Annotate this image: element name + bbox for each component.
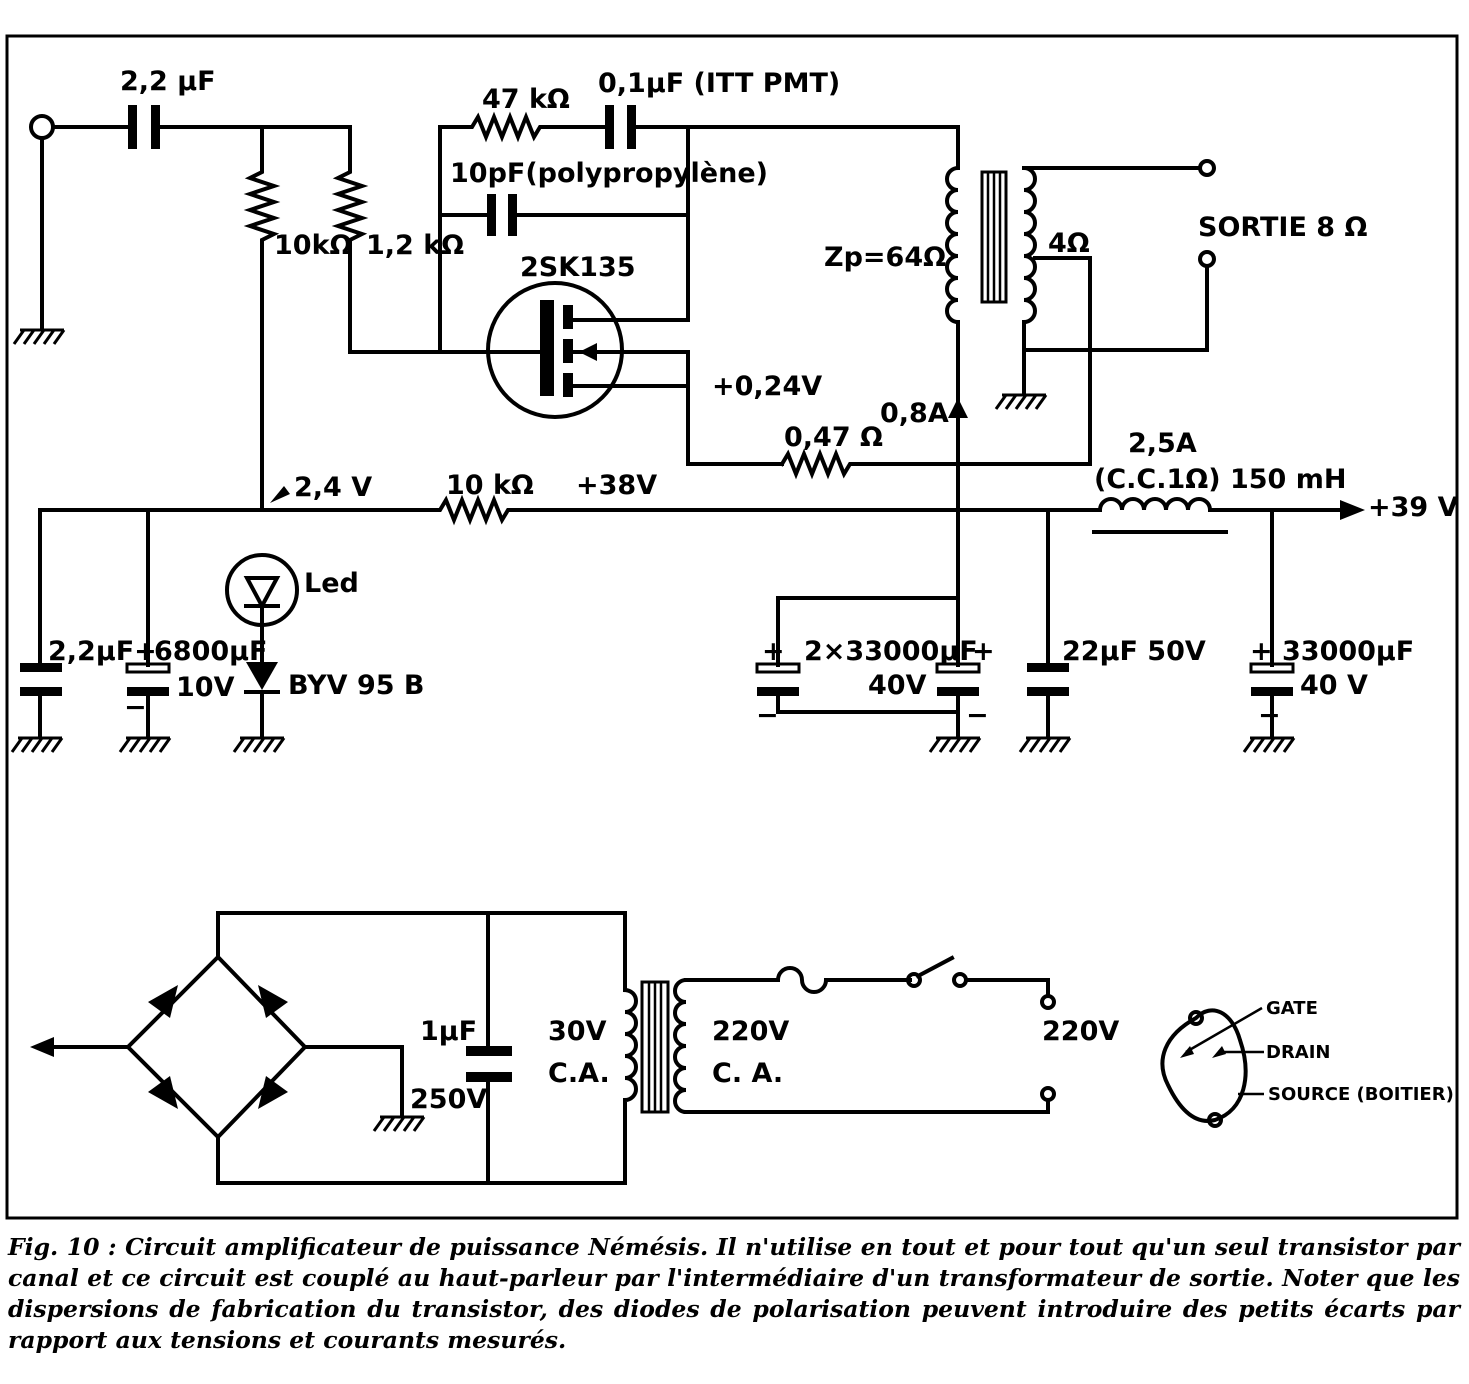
label-diode: BYV 95 B — [288, 670, 425, 701]
label-r-fb: 47 kΩ — [482, 84, 570, 115]
minus-mark: − — [124, 692, 147, 723]
cap-1u — [466, 911, 512, 1185]
label-source-voltage: +0,24V — [712, 371, 822, 402]
cap-33000u — [1249, 508, 1295, 737]
ground-symbol — [994, 393, 1048, 411]
figure-caption: Fig. 10 : Circuit amplificateur de puiss… — [8, 1233, 1460, 1354]
mains-transformer — [622, 955, 1056, 1115]
label-c-ps-voltage: 250V — [410, 1084, 487, 1115]
cap-6800u — [125, 508, 171, 737]
ground-symbol — [928, 736, 982, 754]
label-primary-voltage: 220V — [712, 1016, 789, 1047]
schematic-drawing: 2,2 µF 47 kΩ 0,1µF (ITT PMT) 10pF(polypr… — [5, 34, 1459, 1220]
input-jack — [29, 114, 55, 330]
transistor-pinout — [1160, 1006, 1264, 1128]
feedback-network — [438, 105, 960, 354]
plus-mark: + — [1250, 636, 1273, 667]
label-r-bias1: 10kΩ — [274, 230, 353, 261]
ground-symbol — [372, 1115, 426, 1133]
label-pin-gate: GATE — [1266, 998, 1318, 1019]
bridge-rectifier — [30, 911, 627, 1185]
label-c2-voltage: 10V — [176, 672, 235, 703]
label-mains: 220V — [1042, 1016, 1119, 1047]
led-diode-chain — [225, 553, 299, 737]
source-resistor — [779, 256, 1092, 480]
label-c-in: 2,2 µF — [120, 66, 216, 97]
ground-symbol — [12, 328, 66, 346]
label-c1: 2,2µF+ — [48, 636, 157, 667]
label-tap: 4Ω — [1048, 228, 1090, 259]
label-pin-source: SOURCE (BOITIER) — [1268, 1084, 1454, 1105]
label-c-out-value: 33000µF — [1282, 636, 1414, 667]
label-r-led: 10 kΩ — [446, 470, 534, 501]
cap-22u — [1027, 508, 1069, 737]
minus-mark: − — [966, 700, 989, 731]
label-pin-drain: DRAIN — [1266, 1042, 1331, 1063]
ground-symbol — [118, 736, 172, 754]
label-led: Led — [304, 568, 359, 599]
label-choke-current: 2,5A — [1128, 428, 1197, 459]
label-supply-voltage: +38V — [576, 470, 657, 501]
bias-resistor-10k — [243, 125, 281, 264]
label-output: SORTIE 8 Ω — [1198, 212, 1367, 243]
label-out-voltage: +39 V — [1368, 492, 1459, 523]
ground-symbol — [10, 736, 64, 754]
diagram-border — [5, 34, 1459, 1220]
supply-rail — [38, 486, 1365, 534]
input-capacitor — [128, 105, 160, 149]
ground-symbol — [1018, 736, 1072, 754]
schematic-diagram: 2,2 µF 47 kΩ 0,1µF (ITT PMT) 10pF(polypr… — [5, 34, 1459, 1220]
label-drain-current: 0,8A — [880, 398, 949, 429]
label-c-decouple: 22µF 50V — [1062, 636, 1206, 667]
label-secondary-voltage: 30V — [548, 1016, 607, 1047]
label-node-voltage: 2,4 V — [294, 472, 372, 503]
output-transformer — [945, 125, 1216, 632]
cap-2x33000u — [755, 596, 981, 737]
cap-2u2 — [20, 508, 62, 737]
plus-mark: + — [762, 636, 785, 667]
label-zp: Zp=64Ω — [824, 242, 946, 273]
label-c-ps-value: 1µF — [420, 1016, 477, 1047]
label-c-fb2: 10pF(polypropylène) — [450, 158, 768, 189]
label-c-main-value: 2×33000µF — [804, 636, 978, 667]
label-c2-value: 6800µF — [154, 636, 267, 667]
minus-mark: − — [756, 700, 779, 731]
label-primary-ca: C. A. — [712, 1058, 783, 1089]
mosfet-2sk135 — [486, 281, 784, 466]
label-c-fb: 0,1µF (ITT PMT) — [598, 68, 840, 99]
plus-mark: + — [972, 636, 995, 667]
label-transistor: 2SK135 — [520, 252, 636, 283]
label-choke: (C.C.1Ω) 150 mH — [1094, 464, 1346, 495]
minus-mark: − — [1258, 700, 1281, 731]
label-secondary-ca: C.A. — [548, 1058, 610, 1089]
ground-symbol — [232, 736, 286, 754]
bias-resistor-1k2 — [331, 125, 550, 354]
label-c-main-voltage: 40V — [868, 670, 927, 701]
label-r-bias2: 1,2 kΩ — [366, 230, 464, 261]
label-c-out-voltage: 40 V — [1300, 670, 1368, 701]
ground-symbol — [1242, 736, 1296, 754]
label-r-source: 0,47 Ω — [784, 422, 883, 453]
